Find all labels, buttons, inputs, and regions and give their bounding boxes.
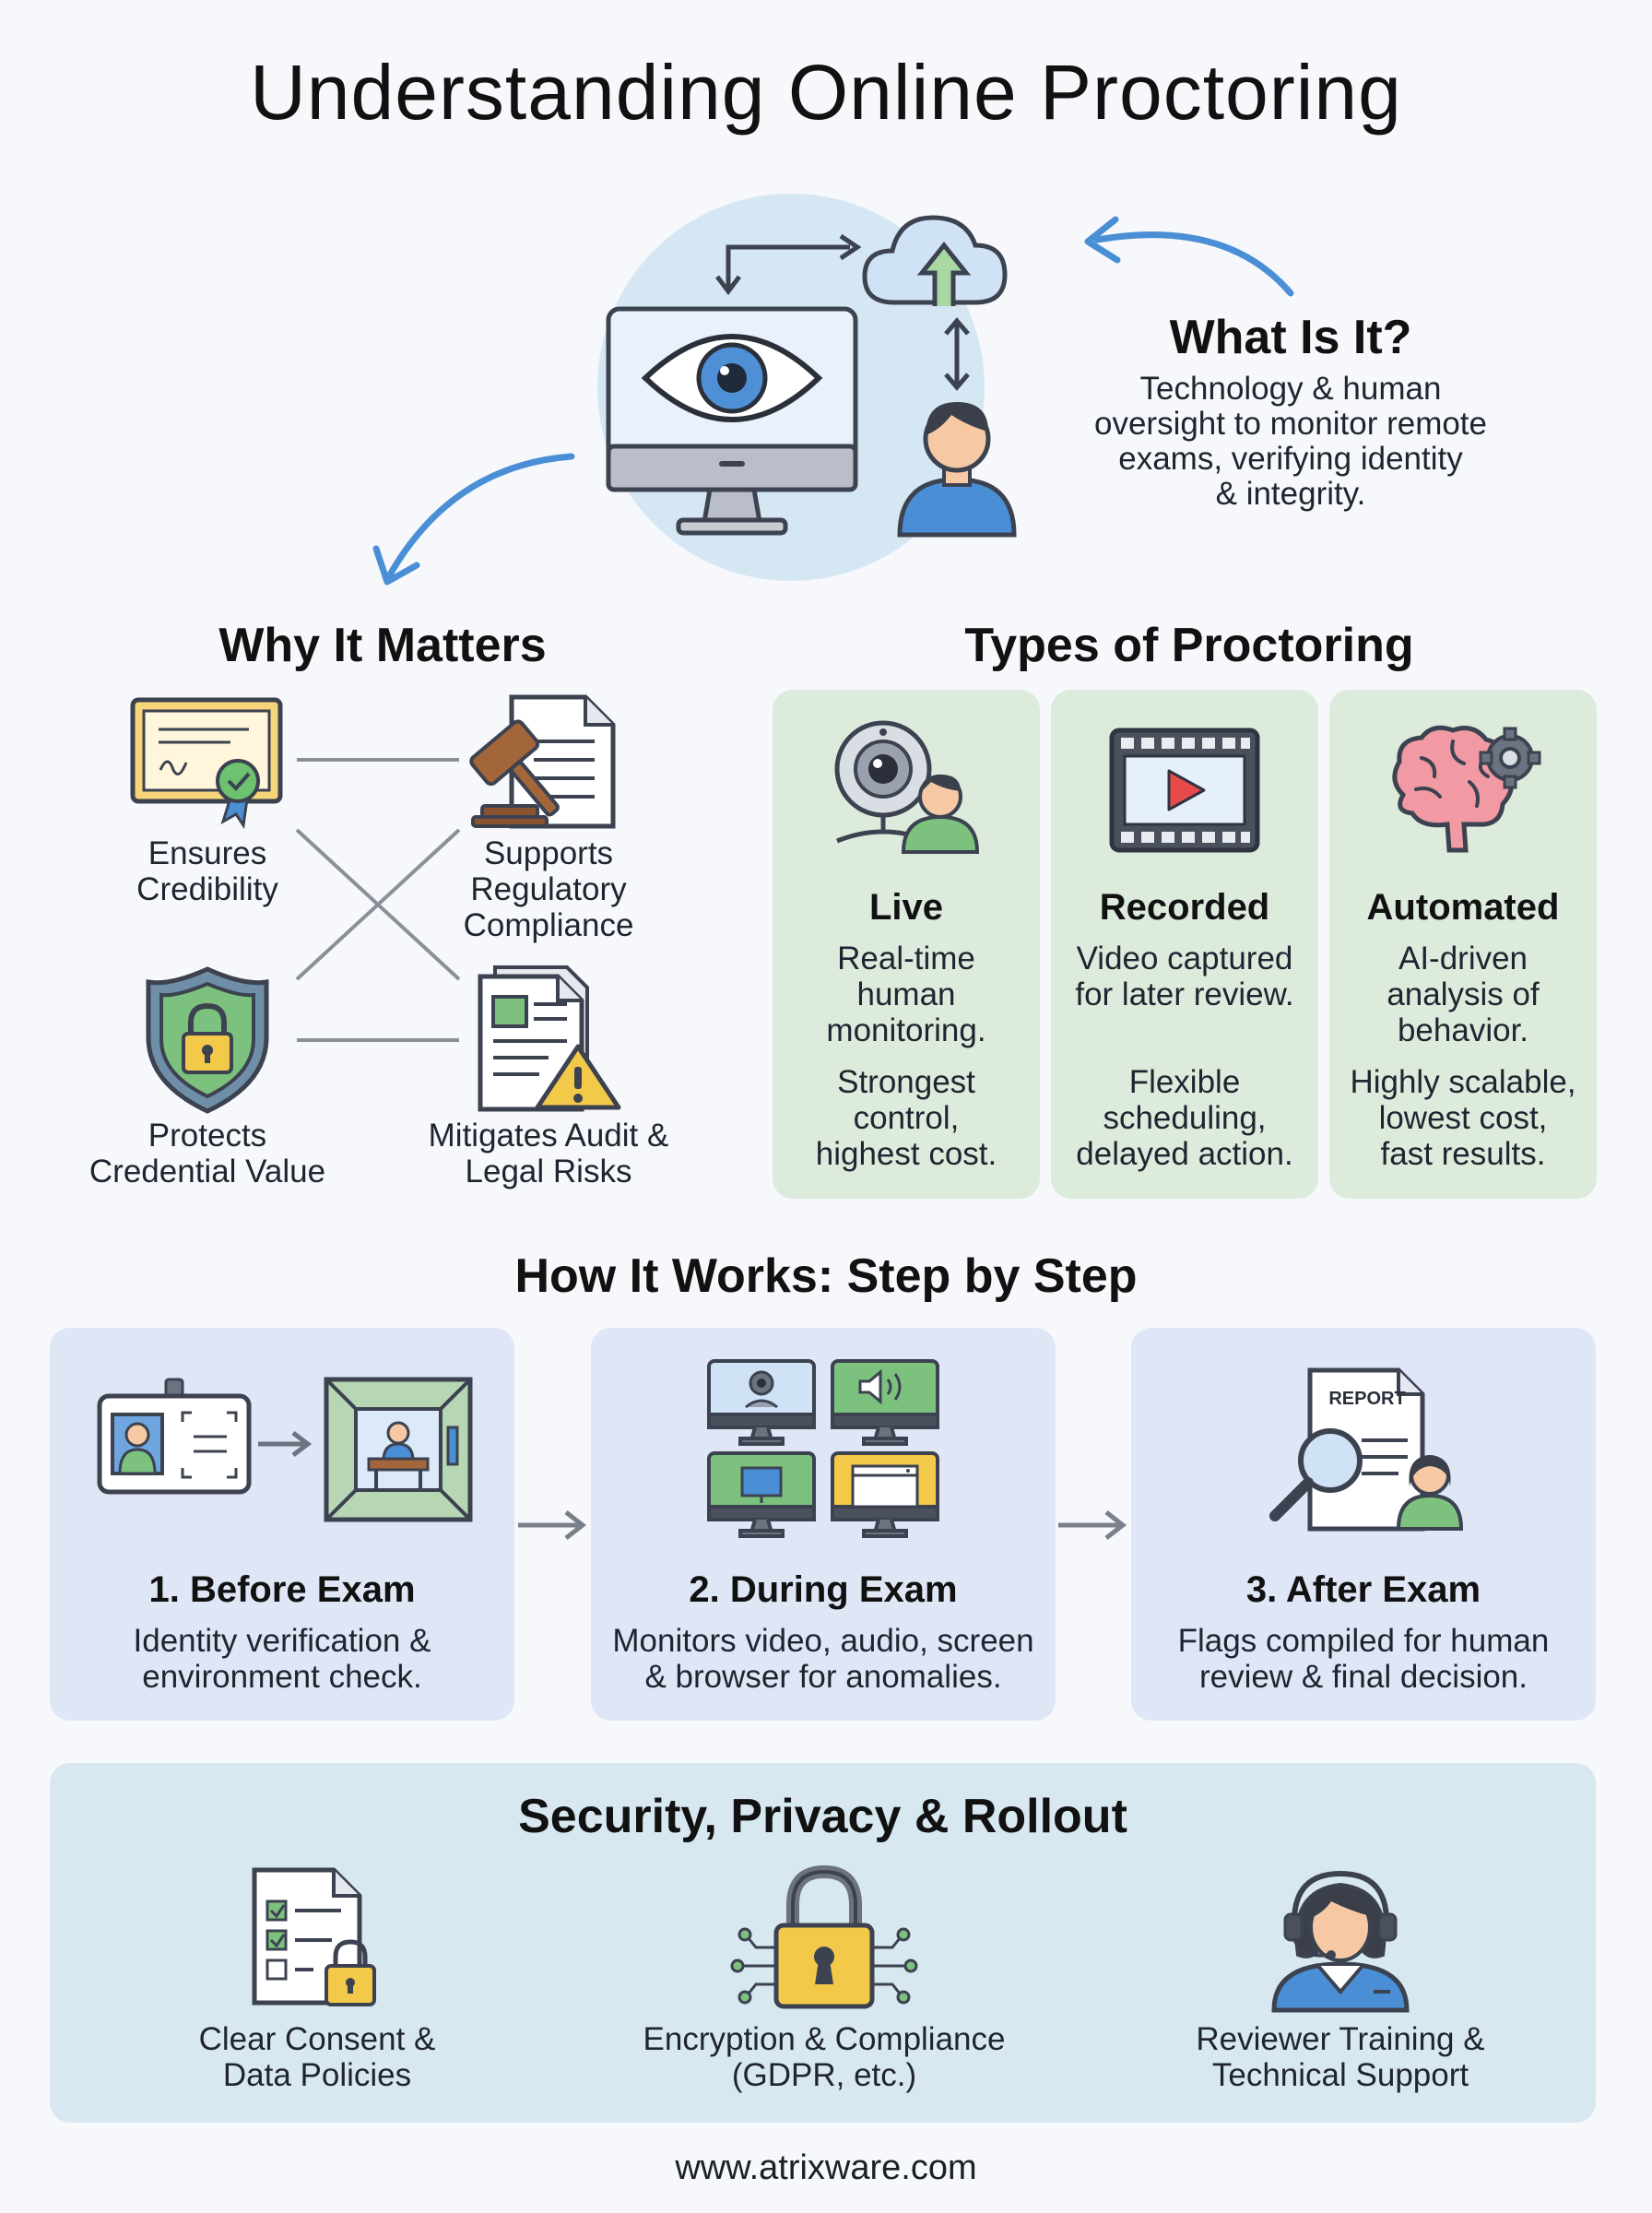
id-room-icon <box>96 1376 474 1523</box>
type-card-automated: Automated AI-driven analysis of behavior… <box>1329 690 1597 1199</box>
type-card-title: Automated <box>1366 887 1560 928</box>
type-card-note: Highly scalable, lowest cost, fast resul… <box>1350 1064 1576 1172</box>
step-desc: Identity verification & environment chec… <box>133 1623 431 1695</box>
step-card-after: REPORT 3. After Exam Flags compiled for … <box>1131 1328 1596 1721</box>
security-item-label: Clear Consent & Data Policies <box>198 2021 436 2093</box>
why-it-matters-heading: Why It Matters <box>218 619 547 672</box>
certificate-icon <box>129 696 286 830</box>
brain-gear-icon <box>1385 721 1543 859</box>
type-card-desc: AI-driven analysis of behavior. <box>1386 941 1540 1048</box>
monitors-icon <box>705 1357 941 1542</box>
what-is-it-heading: What Is It? <box>1169 311 1412 364</box>
step-arrow-icon <box>518 1507 588 1544</box>
step-card-during: 2. During Exam Monitors video, audio, sc… <box>591 1328 1056 1721</box>
step-arrow-icon <box>1058 1507 1128 1544</box>
step-title: 2. During Exam <box>689 1569 958 1610</box>
step-card-before: 1. Before Exam Identity verification & e… <box>50 1328 514 1721</box>
type-card-title: Live <box>868 887 944 928</box>
report-label: REPORT <box>1328 1389 1406 1409</box>
type-card-note: Flexible scheduling, delayed action. <box>1076 1064 1293 1172</box>
document-warning-icon <box>475 964 627 1112</box>
hero-illustration <box>590 184 1051 590</box>
security-panel: Security, Privacy & Rollout Clear Consen… <box>50 1763 1596 2123</box>
film-play-icon <box>1108 727 1261 856</box>
why-item-label: Protects Credential Value <box>88 1118 326 1189</box>
why-item-label: Mitigates Audit & Legal Risks <box>428 1118 669 1189</box>
why-item-label: Ensures Credibility <box>136 835 278 907</box>
why-item-label: Supports Regulatory Compliance <box>463 835 634 943</box>
page-title: Understanding Online Proctoring <box>250 49 1402 136</box>
type-card-title: Recorded <box>1099 887 1270 928</box>
padlock-circuit-icon <box>730 1864 918 2012</box>
step-desc: Monitors video, audio, screen & browser … <box>612 1623 1034 1695</box>
type-card-note: Strongest control, highest cost. <box>815 1064 997 1172</box>
type-card-live: Live Real-time human monitoring. Stronge… <box>773 690 1040 1199</box>
step-title: 1. Before Exam <box>148 1569 416 1610</box>
what-is-it-text: Technology & human oversight to monitor … <box>1093 371 1487 512</box>
shield-lock-icon <box>143 964 272 1116</box>
webcam-person-icon <box>828 717 985 856</box>
type-card-recorded: Recorded Video captured for later review… <box>1051 690 1318 1199</box>
security-item-label: Encryption & Compliance (GDPR, etc.) <box>643 2021 1006 2093</box>
type-card-desc: Video captured for later review. <box>1075 941 1294 1012</box>
gavel-document-icon <box>456 692 618 830</box>
footer-url[interactable]: www.atrixware.com <box>675 2148 977 2187</box>
step-desc: Flags compiled for human review & final … <box>1177 1623 1550 1695</box>
types-heading: Types of Proctoring <box>964 619 1414 672</box>
security-heading: Security, Privacy & Rollout <box>518 1790 1127 1843</box>
step-title: 3. After Exam <box>1245 1569 1481 1610</box>
curved-arrow-left-icon <box>369 447 590 595</box>
type-card-desc: Real-time human monitoring. <box>826 941 986 1048</box>
curved-arrow-right-icon <box>1060 212 1300 314</box>
how-it-works-heading: How It Works: Step by Step <box>514 1249 1138 1303</box>
report-review-icon: REPORT <box>1260 1367 1472 1533</box>
checklist-lock-icon <box>249 1864 387 2012</box>
security-item-label: Reviewer Training & Technical Support <box>1196 2021 1485 2093</box>
support-agent-icon <box>1257 1863 1423 2014</box>
why-connector-lines <box>286 747 470 1051</box>
